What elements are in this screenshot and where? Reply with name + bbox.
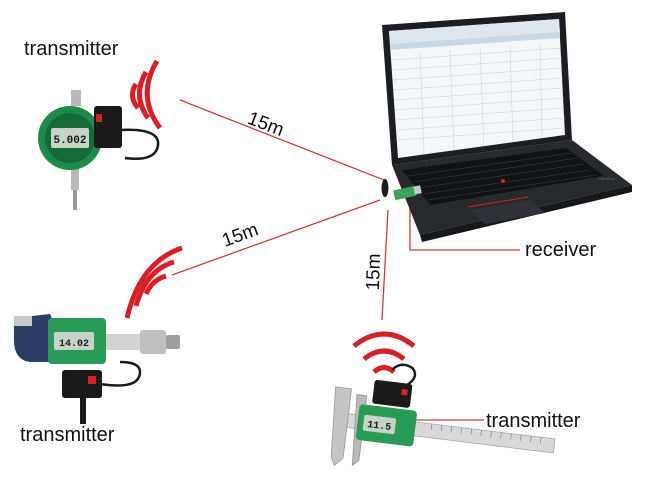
receiver-antenna xyxy=(381,179,389,197)
micrometer-transmitter-led xyxy=(88,376,96,384)
receiver-callout-line xyxy=(409,200,520,251)
label-transmitter-micrometer: transmitter xyxy=(20,424,115,446)
caliper-fixed-jaw xyxy=(330,386,353,466)
keyboard-keys xyxy=(407,152,597,201)
laptop-brand-mark: ThinkPad xyxy=(598,176,615,181)
usb-dongle-plug xyxy=(413,185,422,195)
indicator-spindle xyxy=(73,190,77,210)
spreadsheet-grid xyxy=(391,43,566,155)
link-indicator-receiver xyxy=(179,99,385,181)
micrometer-mount-post xyxy=(80,398,86,424)
receiver-device xyxy=(381,179,422,200)
micrometer-readout: 14.02 xyxy=(59,339,89,350)
dial-indicator-device: 5.002 xyxy=(38,90,160,210)
usb-dongle xyxy=(393,186,417,200)
link-micrometer-receiver xyxy=(171,199,381,276)
caliper-cable xyxy=(391,363,417,387)
laptop: ThinkPad xyxy=(382,12,632,242)
micrometer-lcd xyxy=(54,332,94,350)
micrometer-cable xyxy=(99,360,142,387)
caliper-transmitter-led xyxy=(401,388,408,396)
micrometer-sleeve xyxy=(106,334,140,350)
signal-icon-indicator xyxy=(130,59,163,130)
label-transmitter-indicator: transmitter xyxy=(24,38,119,60)
spreadsheet-ribbon xyxy=(390,32,560,50)
indicator-cable xyxy=(119,128,160,160)
signal-icon-caliper xyxy=(352,331,416,374)
trackpad-button-stripe xyxy=(467,196,529,208)
signal-icon-micrometer xyxy=(124,245,183,319)
laptop-trackpad xyxy=(470,200,545,224)
label-receiver: receiver xyxy=(525,239,597,261)
micrometer-thimble xyxy=(140,330,166,354)
indicator-readout: 5.002 xyxy=(53,135,86,147)
caliper-device: 11.5 xyxy=(330,363,556,467)
connection-lines xyxy=(171,99,520,421)
micrometer-ratchet xyxy=(166,335,180,349)
trackpoint xyxy=(501,179,505,183)
indicator-stem xyxy=(71,160,79,190)
spreadsheet-toolbar xyxy=(389,19,560,44)
caliper-transmitter-module xyxy=(372,379,413,408)
distance-caliper-receiver: 15m xyxy=(362,253,386,291)
micrometer-anvil xyxy=(14,316,32,326)
caliper-scale-ticks xyxy=(430,423,542,444)
caliper-readout: 11.5 xyxy=(367,420,392,434)
link-caliper-receiver xyxy=(381,209,389,321)
indicator-top-lug xyxy=(71,90,81,106)
caliper-lcd xyxy=(362,414,397,435)
laptop-screen xyxy=(389,19,565,158)
laptop-keyboard xyxy=(402,148,604,205)
indicator-transmitter-module xyxy=(94,106,122,148)
label-transmitter-caliper: transmitter xyxy=(486,410,581,432)
micrometer-device: 14.02 xyxy=(14,314,180,424)
indicator-lcd xyxy=(51,128,89,148)
indicator-transmitter-led xyxy=(96,114,102,122)
